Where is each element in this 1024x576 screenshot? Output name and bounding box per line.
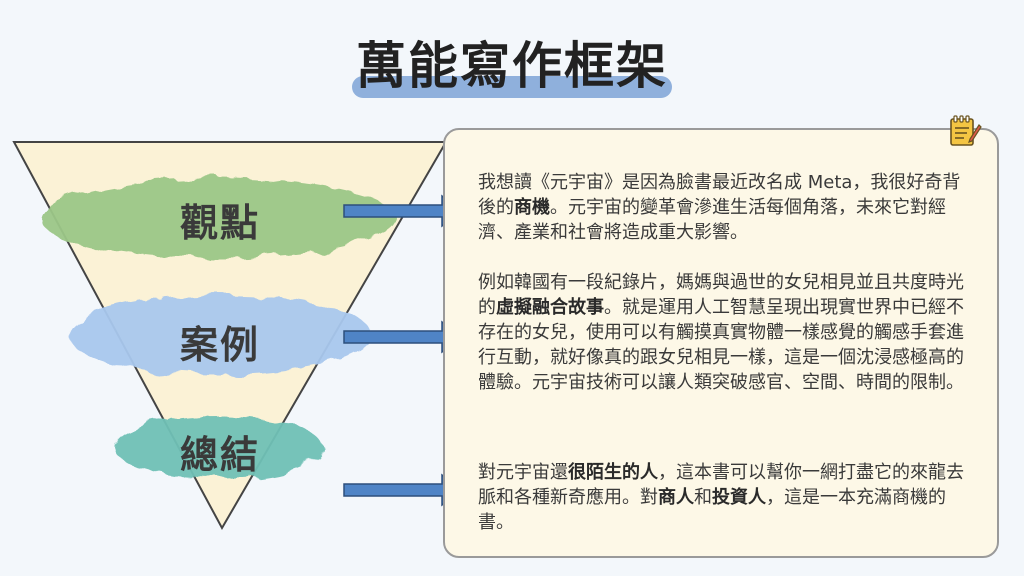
bold-text: 商機 — [514, 197, 550, 218]
stage-label-viewpoint: 觀點 — [179, 201, 260, 245]
text-segment: 我想讀《元宇宙》是因為臉書最近改名成 Meta，我很好奇背後的 — [478, 172, 961, 218]
bold-text: 商人 — [658, 487, 694, 508]
stage-band-summary — [114, 415, 322, 479]
paragraph-summary: 對元宇宙還很陌生的人，這本書可以幫你一網打盡它的來龍去脈和各種新奇應用。對商人和… — [478, 460, 974, 535]
text-segment: ，這是一本充滿商機的書。 — [478, 487, 946, 533]
stage-label-summary: 總結 — [179, 433, 260, 477]
title-highlight — [352, 76, 672, 98]
bold-text: 虛擬融合故事 — [496, 297, 604, 318]
text-segment: ，這本書可以幫你一網打盡它的來龍去脈和各種新奇應用。對 — [478, 462, 964, 508]
stage-band-example — [68, 295, 372, 375]
bold-text: 投資人 — [712, 487, 766, 508]
stage-band-viewpoint — [40, 178, 396, 258]
stage-label-example: 案例 — [179, 323, 260, 367]
paragraph-example: 例如韓國有一段紀錄片，媽媽與過世的女兒相見並且共度時光的虛擬融合故事。就是運用人… — [478, 270, 974, 395]
notepad-icon — [950, 115, 982, 146]
title-block: 萬能寫作框架 — [0, 34, 1024, 104]
text-panel — [443, 128, 999, 558]
paragraph-viewpoint: 我想讀《元宇宙》是因為臉書最近改名成 Meta，我很好奇背後的商機。元宇宙的變革… — [478, 170, 974, 245]
text-segment: 例如韓國有一段紀錄片，媽媽與過世的女兒相見並且共度時光的 — [478, 272, 964, 318]
bold-text: 很陌生的人 — [568, 462, 658, 483]
text-segment: 。元宇宙的變革會滲進生活每個角落，未來它對經濟、產業和社會將造成重大影響。 — [478, 197, 946, 243]
text-segment: 。就是運用人工智慧呈現出現實世界中已經不存在的女兒，使用可以有觸摸真實物體一樣感… — [478, 297, 964, 393]
text-segment: 對元宇宙還 — [478, 462, 568, 483]
page-title: 萬能寫作框架 — [356, 37, 668, 95]
text-segment: 和 — [694, 487, 712, 508]
